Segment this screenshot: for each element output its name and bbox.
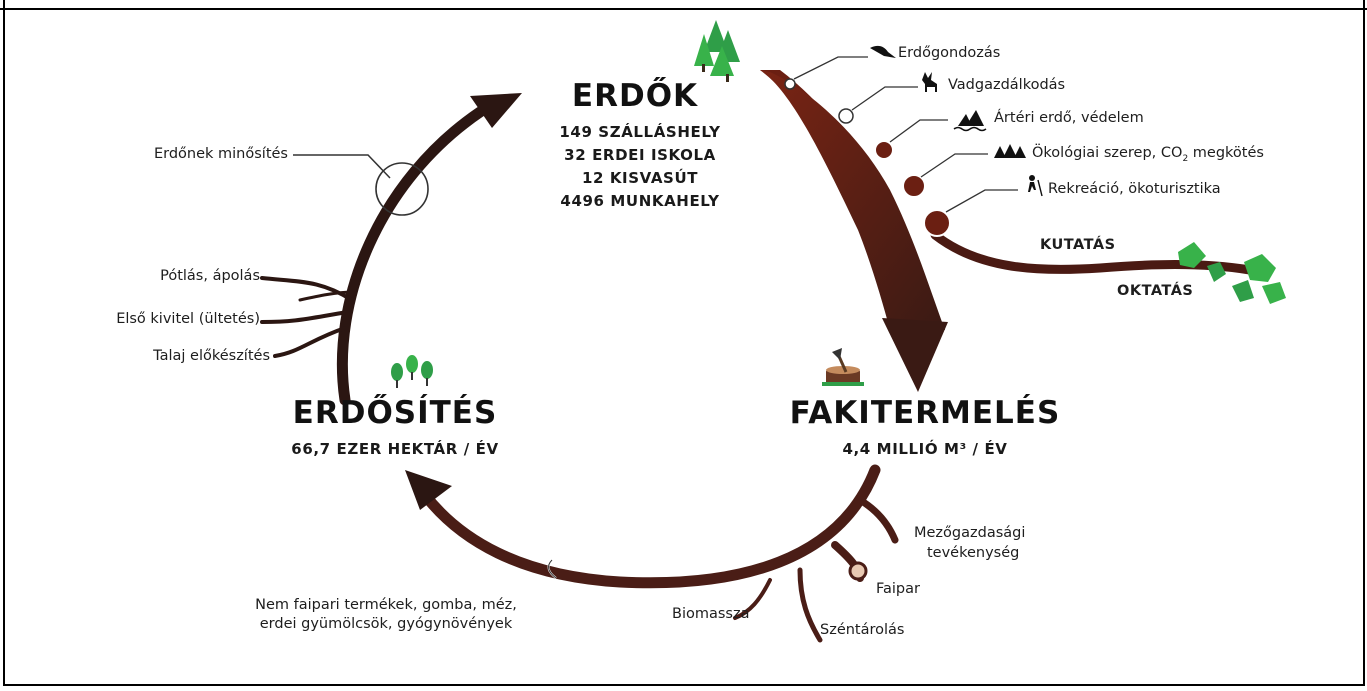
label-rekreacio: Rekreáció, ökoturisztika (1048, 181, 1221, 197)
floodplain-icon (953, 110, 987, 132)
erdok-stat-kisvasut: 12 KISVASÚT (581, 169, 699, 187)
log-icon (848, 561, 868, 581)
label-elso-kivitel: Első kivitel (ültetés) (116, 311, 260, 327)
label-kutatas: KUTATÁS (1040, 237, 1116, 253)
stump-axe-icon (822, 348, 864, 386)
label-erdogondozas: Erdőgondozás (898, 45, 1001, 61)
fakitermeles-stat: 4,4 MILLIÓ M³ / ÉV (842, 440, 1008, 458)
label-potlas-apolas: Pótlás, ápolás (160, 268, 260, 284)
main-red-arrow (760, 56, 1255, 392)
top-rule (0, 8, 1367, 10)
erdosites-stat: 66,7 EZER HEKTÁR / ÉV (291, 440, 499, 458)
label-arteri-erdo: Ártéri erdő, védelem (994, 110, 1144, 126)
minosites-marker (293, 154, 429, 216)
erdosites-title: ERDŐSÍTÉS (292, 395, 498, 431)
label-vadgazdalkodas: Vadgazdálkodás (948, 77, 1066, 93)
label-faipar: Faipar (876, 581, 920, 597)
deer-icon (922, 72, 937, 92)
erdok-stat-szallashely: 149 SZÁLLÁSHELY (559, 123, 721, 141)
left-cycle-arrow (260, 93, 522, 406)
label-talaj-elokeszites: Talaj előkészítés (153, 348, 270, 364)
label-nem-faipari-1: Nem faipari termékek, gomba, méz, (255, 597, 517, 613)
fakitermeles-title: FAKITERMELÉS (789, 395, 1061, 431)
hiker-icon (1028, 175, 1043, 197)
forest-icon (994, 144, 1026, 158)
label-biomassza: Biomassza (672, 606, 750, 622)
label-szentarolas: Széntárolás (820, 622, 905, 638)
bottom-cycle-arrow (405, 464, 899, 643)
label-mezogazdasagi-1: Mezőgazdasági (914, 525, 1026, 541)
erdok-stat-munkahely: 4496 MUNKAHELY (560, 192, 720, 210)
bird-icon (870, 45, 896, 58)
erdok-stat-iskola: 32 ERDEI ISKOLA (564, 146, 716, 164)
sapling-icon (391, 355, 433, 388)
leaf-icon (1178, 242, 1286, 304)
label-nem-faipari-2: erdei gyümölcsök, gyógynövények (259, 616, 513, 632)
label-mezogazdasagi-2: tevékenység (927, 545, 1020, 561)
diagram-frame (3, 0, 1365, 686)
erdok-title: ERDŐK (571, 78, 699, 114)
label-oktatas: OKTATÁS (1117, 283, 1194, 299)
trees-icon (694, 20, 740, 82)
label-erdonek-minosites: Erdőnek minősítés (153, 146, 288, 162)
label-okologiai-szerep: Ökológiai szerep, CO2 megkötés (1032, 145, 1264, 164)
